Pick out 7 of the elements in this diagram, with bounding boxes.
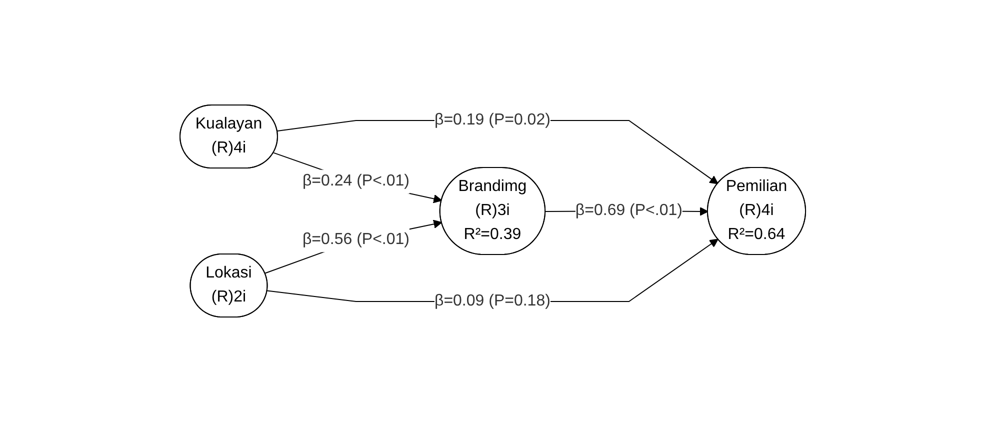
- edge-label: β=0.19 (P=0.02): [434, 111, 551, 128]
- edge-label: β=0.24 (P<.01): [302, 172, 410, 190]
- arrow: [264, 219, 442, 274]
- edge-label: β=0.09 (P=0.18): [434, 292, 551, 309]
- arrow: [273, 152, 442, 203]
- edge-label: β=0.56 (P<.01): [302, 230, 410, 248]
- edge-label: β=0.69 (P<.01): [576, 201, 683, 218]
